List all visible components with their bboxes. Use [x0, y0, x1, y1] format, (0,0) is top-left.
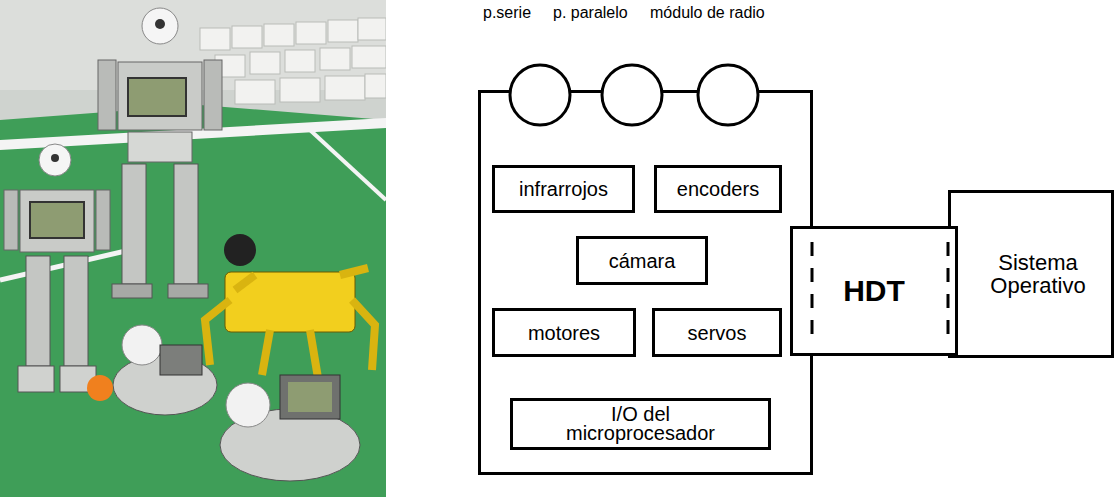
- node-label: I/O del microprocesador: [541, 405, 741, 443]
- hdt-box: HDT: [790, 226, 958, 356]
- robot-photo: [0, 0, 386, 497]
- node-label: encoders: [677, 179, 759, 199]
- radio-module: módulo de radio: [650, 4, 785, 134]
- port-circle: [483, 4, 603, 134]
- port-circle: [650, 4, 785, 134]
- component-box: servos: [652, 308, 782, 357]
- node-label: módulo de radio: [650, 4, 765, 22]
- node-label: cámara: [609, 251, 676, 271]
- node-label: HDT: [843, 276, 905, 306]
- node-label: servos: [688, 323, 747, 343]
- os-box: Sistema Operativo: [948, 190, 1114, 358]
- component-box: encoders: [654, 165, 782, 213]
- node-label: infrarrojos: [519, 179, 608, 199]
- serial-port: p.serie: [483, 4, 603, 134]
- node-label: p.serie: [483, 4, 531, 22]
- component-box: cámara: [576, 236, 708, 285]
- component-box: infrarrojos: [492, 165, 635, 213]
- port-circle: [553, 4, 673, 134]
- parallel-port: p. paralelo: [553, 4, 673, 134]
- node-label: Sistema Operativo: [983, 251, 1093, 297]
- node-label: p. paralelo: [553, 4, 628, 22]
- node-label: motores: [528, 323, 600, 343]
- component-box: motores: [492, 308, 636, 357]
- component-box: I/O del microprocesador: [510, 398, 771, 450]
